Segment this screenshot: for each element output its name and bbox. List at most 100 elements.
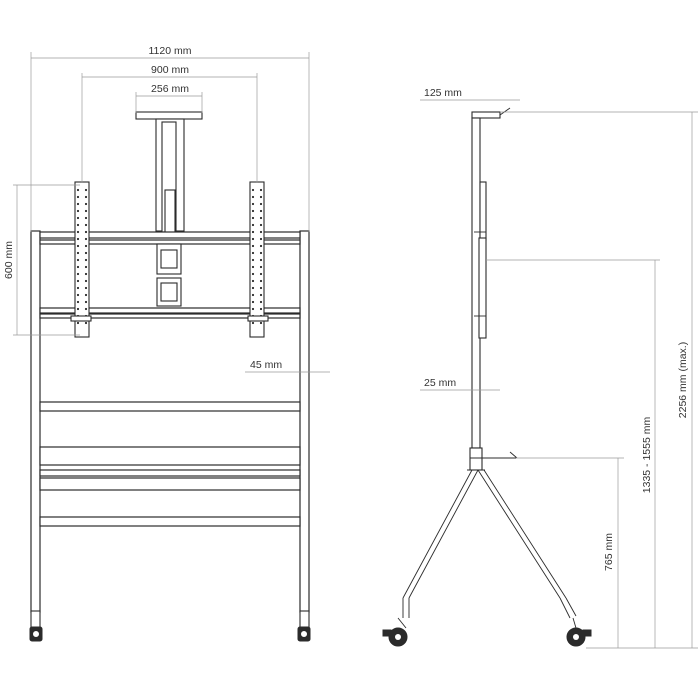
top-cap bbox=[135, 111, 203, 120]
vesa-hole bbox=[259, 237, 263, 241]
vesa-hole bbox=[76, 209, 80, 213]
vesa-hole bbox=[259, 321, 263, 325]
vesa-hole bbox=[76, 216, 80, 220]
vesa-hole bbox=[259, 230, 263, 234]
vesa-hole bbox=[251, 230, 255, 234]
side-view: 125 mm 25 mm 2256 mm (max.) 1335 - 1555 … bbox=[382, 87, 698, 649]
dim-25: 25 mm bbox=[420, 377, 500, 391]
vesa-hole bbox=[259, 300, 263, 304]
vesa-hole bbox=[84, 251, 88, 255]
side-caster-left bbox=[382, 617, 408, 647]
vesa-hole bbox=[76, 307, 80, 311]
dim-125: 125 mm bbox=[420, 87, 520, 101]
side-legs bbox=[402, 469, 577, 619]
dim-label-125: 125 mm bbox=[424, 87, 462, 99]
right-arm-clamp bbox=[247, 315, 269, 322]
vesa-hole bbox=[259, 202, 263, 206]
caster-right bbox=[297, 610, 311, 642]
dim-600: 600 mm bbox=[3, 184, 80, 336]
vesa-hole bbox=[251, 321, 255, 325]
vesa-hole bbox=[76, 202, 80, 206]
center-bracket-lower-inner bbox=[160, 282, 178, 302]
vesa-hole bbox=[76, 286, 80, 290]
vesa-hole bbox=[259, 223, 263, 227]
dim-45: 45 mm bbox=[245, 359, 330, 373]
vesa-hole bbox=[251, 223, 255, 227]
vesa-hole bbox=[259, 272, 263, 276]
vesa-hole bbox=[76, 230, 80, 234]
bottom-rail bbox=[39, 516, 301, 527]
vesa-hole bbox=[251, 216, 255, 220]
vesa-hole bbox=[84, 237, 88, 241]
dim-765: 765 mm bbox=[516, 457, 624, 648]
vesa-hole bbox=[76, 244, 80, 248]
shelf-3 bbox=[39, 477, 301, 491]
dim-1120: 1120 mm bbox=[30, 45, 310, 232]
dim-label-900: 900 mm bbox=[151, 64, 189, 76]
right-upright bbox=[299, 230, 310, 613]
vesa-hole bbox=[251, 286, 255, 290]
vesa-hole bbox=[76, 279, 80, 283]
vesa-hole bbox=[251, 195, 255, 199]
column-slider bbox=[164, 189, 176, 235]
vesa-hole bbox=[76, 300, 80, 304]
vesa-hole bbox=[84, 307, 88, 311]
vesa-hole bbox=[76, 251, 80, 255]
vesa-hole bbox=[84, 279, 88, 283]
caster-left bbox=[29, 610, 43, 642]
vesa-hole bbox=[259, 195, 263, 199]
vesa-hole bbox=[84, 216, 88, 220]
vesa-hole bbox=[84, 272, 88, 276]
dim-1335-1555: 1335 - 1555 mm bbox=[486, 259, 660, 648]
vesa-hole bbox=[251, 237, 255, 241]
vesa-hole bbox=[76, 258, 80, 262]
vesa-arm-holes bbox=[76, 188, 263, 325]
vesa-hole bbox=[251, 244, 255, 248]
left-arm-clamp bbox=[70, 315, 92, 322]
vesa-hole bbox=[251, 300, 255, 304]
top-rail bbox=[39, 231, 301, 239]
vesa-hole bbox=[76, 293, 80, 297]
vesa-hole bbox=[84, 209, 88, 213]
vesa-hole bbox=[251, 251, 255, 255]
dim-label-600: 600 mm bbox=[3, 241, 15, 279]
mid-rail-2 bbox=[39, 313, 301, 319]
vesa-hole bbox=[259, 188, 263, 192]
vesa-hole bbox=[259, 307, 263, 311]
vesa-hole bbox=[84, 223, 88, 227]
dim-900: 900 mm bbox=[81, 64, 258, 183]
dim-2256: 2256 mm (max.) bbox=[500, 111, 698, 648]
dim-label-256: 256 mm bbox=[151, 83, 189, 95]
vesa-hole bbox=[84, 286, 88, 290]
vesa-hole bbox=[84, 265, 88, 269]
side-mount-upper bbox=[479, 181, 487, 241]
mid-rail bbox=[39, 307, 301, 314]
vesa-hole bbox=[259, 293, 263, 297]
vesa-hole bbox=[76, 321, 80, 325]
vesa-hole bbox=[251, 202, 255, 206]
vesa-hole bbox=[251, 258, 255, 262]
vesa-hole bbox=[251, 279, 255, 283]
vesa-hole bbox=[259, 286, 263, 290]
shelf-1 bbox=[39, 401, 301, 412]
vesa-hole bbox=[84, 321, 88, 325]
left-upright bbox=[30, 230, 41, 613]
vesa-hole bbox=[259, 216, 263, 220]
vesa-hole bbox=[76, 272, 80, 276]
dim-label-45: 45 mm bbox=[250, 359, 282, 371]
vesa-hole bbox=[251, 272, 255, 276]
dim-label-1120: 1120 mm bbox=[149, 45, 192, 57]
vesa-hole bbox=[251, 209, 255, 213]
vesa-hole bbox=[84, 188, 88, 192]
dim-label-25: 25 mm bbox=[424, 377, 456, 389]
vesa-hole bbox=[76, 237, 80, 241]
vesa-hole bbox=[259, 265, 263, 269]
front-view: 1120 mm 900 mm 256 mm 600 mm 45 mm bbox=[3, 45, 330, 642]
vesa-hole bbox=[259, 244, 263, 248]
vesa-hole bbox=[84, 258, 88, 262]
vesa-hole bbox=[259, 209, 263, 213]
vesa-hole bbox=[84, 230, 88, 234]
side-collar bbox=[469, 447, 483, 471]
vesa-hole bbox=[76, 195, 80, 199]
